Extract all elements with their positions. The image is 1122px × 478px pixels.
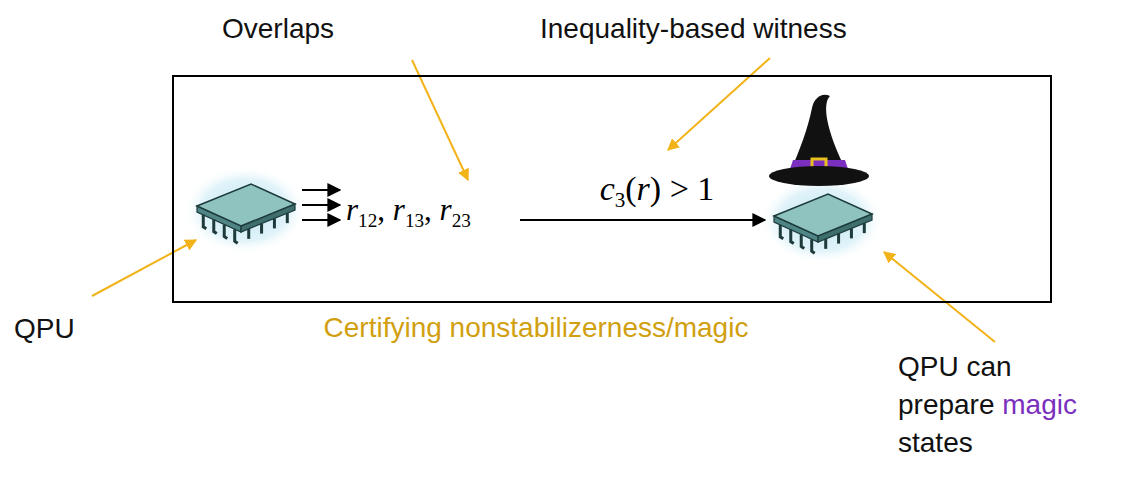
measurement-arrow (302, 219, 340, 221)
callout-label: Inequality-based witness (540, 10, 847, 48)
measurement-arrow (302, 189, 340, 191)
chip-pin (824, 239, 827, 249)
chip-pin (273, 218, 276, 228)
qpu-chip (183, 166, 307, 254)
chip-top (774, 194, 872, 236)
leader-line (412, 60, 468, 180)
frame-box: r12, r13, r23 c3(r) > 1 (172, 75, 1052, 303)
qpu-chip (760, 176, 884, 264)
chip-pin (791, 230, 794, 244)
chip-pin (837, 234, 840, 244)
chip-glow (760, 176, 884, 264)
chip-pin (801, 234, 804, 248)
chip-pin (812, 239, 815, 253)
chip-pin (203, 215, 206, 229)
hat-brim (769, 166, 869, 186)
chip-pin (780, 225, 783, 239)
witness-inequality: c3(r) > 1 (552, 169, 762, 214)
chip-pin (224, 224, 227, 238)
leader-line (884, 252, 995, 342)
witch-hat (769, 95, 869, 186)
callout-label: QPU (14, 310, 75, 348)
callout-label: Overlaps (222, 10, 334, 48)
chip-pin (214, 220, 217, 234)
chip-pin (235, 229, 238, 243)
caption: Certifying nonstabilizerness/magic (324, 312, 749, 344)
chip-pin (286, 213, 289, 223)
chip-glow (183, 166, 307, 254)
overlap-values: r12, r13, r23 (346, 191, 471, 232)
chip-top (197, 184, 295, 226)
chip-pin (247, 229, 250, 239)
leader-line (92, 240, 196, 296)
witness-arrow (520, 219, 765, 221)
chip-pin (260, 224, 263, 234)
chip-pin (863, 223, 866, 233)
measurement-arrow (302, 204, 340, 206)
chip-pin (850, 228, 853, 238)
leader-line (668, 58, 770, 150)
callout-label: QPU can prepare magic states (898, 348, 1103, 461)
